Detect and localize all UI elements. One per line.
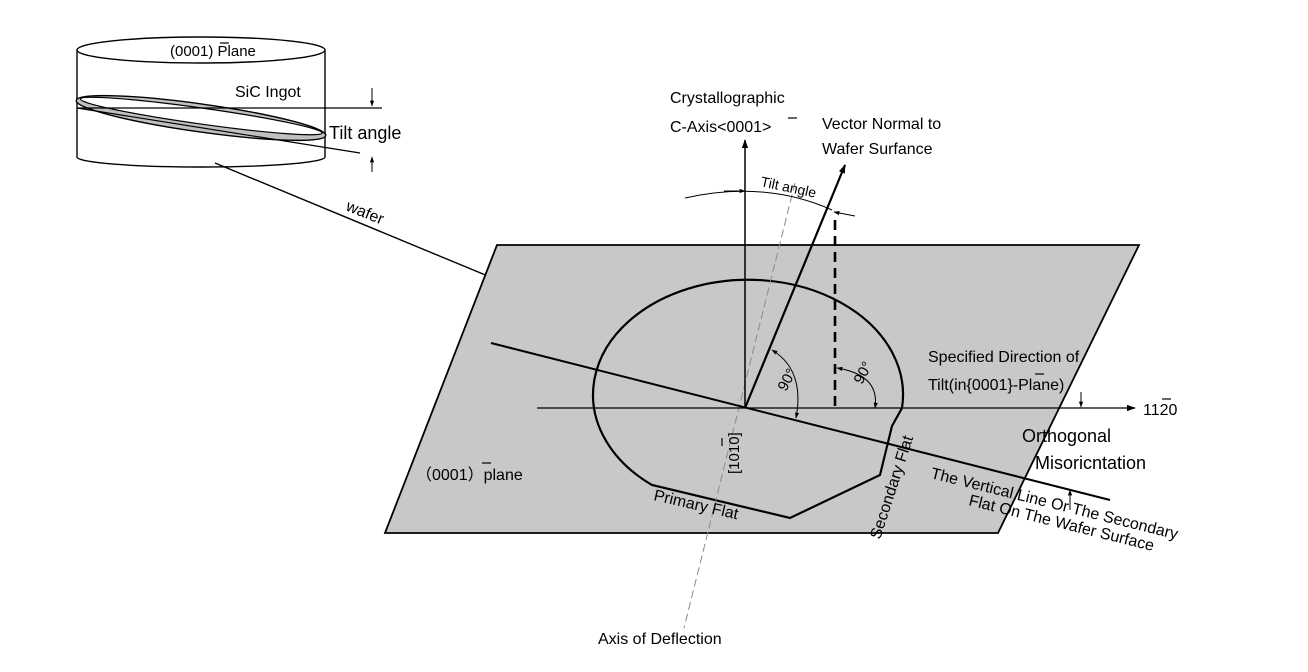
direction-1120-label: 1120: [1143, 402, 1178, 419]
ingot-tilt-line: [76, 107, 361, 154]
specified-direction-line1: Specified Direction of: [928, 349, 1080, 366]
ingot-top-face: [76, 36, 326, 64]
tilt-angle-arc: [684, 190, 833, 211]
tilt-arrow-right: [833, 210, 856, 217]
wafer-plane: [383, 244, 1141, 534]
c-axis-label-line2: C-Axis<0001>: [670, 119, 771, 136]
right-angle-arc-a: [771, 349, 800, 419]
ingot-bottom-edge: [76, 156, 326, 168]
surface-normal-arrow: [743, 164, 847, 409]
ingot-plane-label: (0001) Plane: [170, 43, 256, 60]
normal-label-line2: Wafer Surfance: [822, 141, 933, 158]
secondary-flat-normal-line: [490, 342, 1111, 501]
specified-direction-line2: Tilt(in{0001}-Plane): [928, 377, 1064, 394]
normal-label-line1: Vector Normal to: [822, 116, 941, 133]
direction-1010-label: [1010]: [726, 432, 743, 474]
c-axis-label-line1: Crystallographic: [670, 90, 785, 107]
right-angle-arc-b: [836, 366, 878, 409]
tilt-angle-label: Tilt angle: [759, 173, 818, 200]
axis-of-deflection-label: Axis of Deflection: [598, 631, 722, 648]
wafer-label: wafer: [343, 198, 387, 229]
orthogonal-label-line2: Misoricntation: [1035, 453, 1146, 473]
sic-ingot: [75, 36, 382, 172]
orthogonal-label-line1: Orthogonal: [1022, 426, 1111, 446]
wafer-outline: [591, 278, 905, 520]
ingot-tilt-angle-label: Tilt angle: [329, 123, 401, 143]
sic-ingot-label: SiC Ingot: [235, 84, 301, 101]
wafer-plane-label: （0001）plane: [416, 466, 523, 484]
